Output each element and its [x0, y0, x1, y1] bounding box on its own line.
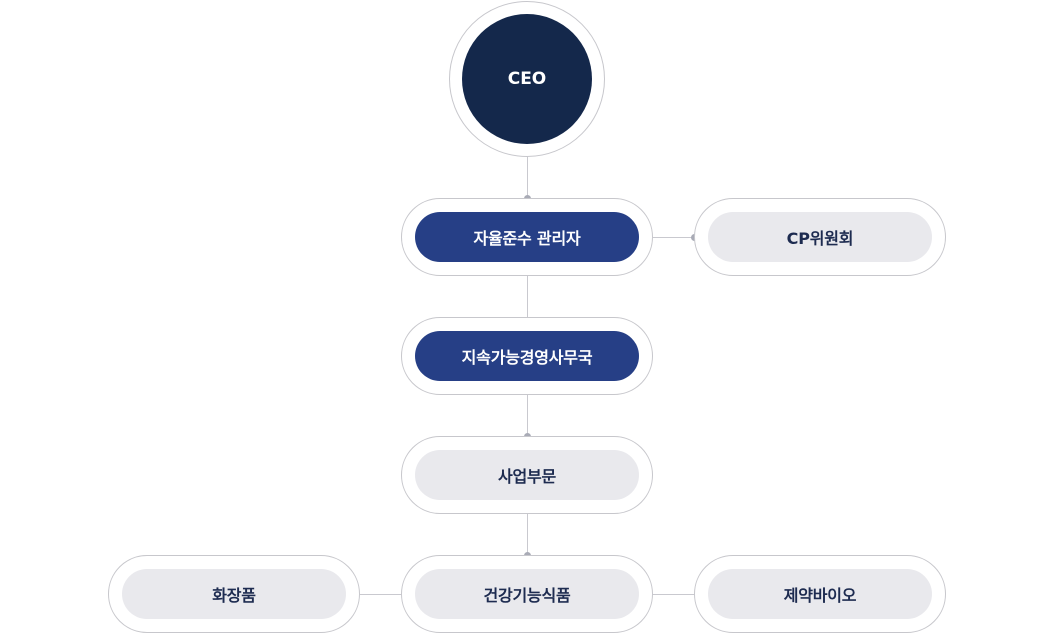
sustainability-office-node: 지속가능경영사무국	[401, 317, 653, 395]
business-division-label: 사업부문	[415, 450, 639, 500]
connector-business-to-health	[526, 513, 528, 556]
compliance-manager-label: 자율준수 관리자	[415, 212, 639, 262]
cp-committee-label: CP위원회	[708, 212, 932, 262]
connector-compliance-to-office	[526, 275, 528, 318]
ceo-label: CEO	[462, 14, 592, 144]
connector-office-to-business	[526, 394, 528, 437]
division-label-pharma-bio: 제약바이오	[708, 569, 932, 619]
business-division-node: 사업부문	[401, 436, 653, 514]
connector-compliance-to-cp	[652, 237, 695, 238]
connector-health-to-pharma	[652, 594, 695, 595]
division-node-health-functional-food: 건강기능식품	[401, 555, 653, 633]
cp-committee-node: CP위원회	[694, 198, 946, 276]
division-node-cosmetics: 화장품	[108, 555, 360, 633]
division-node-pharma-bio: 제약바이오	[694, 555, 946, 633]
compliance-manager-node: 자율준수 관리자	[401, 198, 653, 276]
division-label-cosmetics: 화장품	[122, 569, 346, 619]
sustainability-office-label: 지속가능경영사무국	[415, 331, 639, 381]
ceo-node: CEO	[449, 1, 605, 157]
connector-ceo-to-compliance	[526, 156, 528, 199]
division-label-health-functional-food: 건강기능식품	[415, 569, 639, 619]
connector-cosmetics-to-health	[360, 594, 402, 595]
